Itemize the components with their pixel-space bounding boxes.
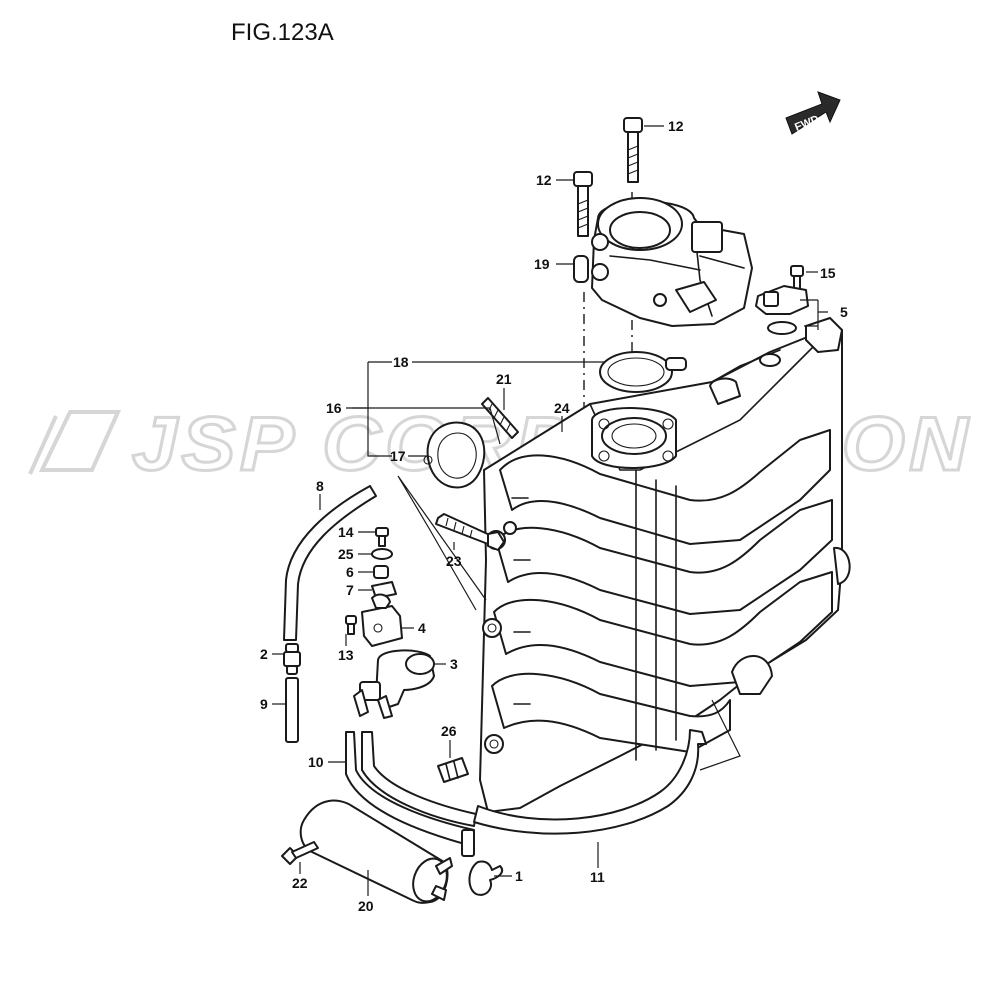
callout-19: 19 <box>534 256 550 272</box>
spacer-19 <box>573 255 589 283</box>
callout-15: 15 <box>820 265 836 281</box>
fwd-arrow-icon: FWD <box>785 91 841 135</box>
gasket-17 <box>423 421 486 489</box>
callout-16: 16 <box>326 400 342 416</box>
callout-1: 1 <box>515 868 523 884</box>
hose-9 <box>285 677 299 743</box>
figure-title: FIG.123A <box>231 19 334 46</box>
hose-end <box>461 829 475 857</box>
intake-manifold <box>479 317 851 813</box>
callout-13: 13 <box>338 647 354 663</box>
o-ring-5 <box>767 321 797 335</box>
callout-3: 3 <box>450 656 458 672</box>
group-wedge-left <box>397 475 487 611</box>
clip-26 <box>437 757 469 783</box>
callout-22: 22 <box>292 875 308 891</box>
bolt-12-upper <box>623 117 643 183</box>
group-wedge-right <box>699 699 741 771</box>
callout-14: 14 <box>338 524 354 540</box>
bolt-12-lower <box>573 171 593 237</box>
callout-7: 7 <box>346 582 354 598</box>
map-sensor <box>755 285 809 335</box>
clip-1 <box>468 860 504 896</box>
bracket-4 <box>361 593 403 647</box>
callout-26: 26 <box>441 723 457 739</box>
callout-23: 23 <box>446 553 462 569</box>
callout-24: 24 <box>554 400 570 416</box>
group-bracket-16-18 <box>367 362 392 457</box>
callout-12-lower: 12 <box>536 172 552 188</box>
callout-25: 25 <box>338 546 354 562</box>
screw-14 <box>375 527 389 547</box>
callout-9: 9 <box>260 696 268 712</box>
hose-8 <box>283 485 377 641</box>
bolt-22 <box>281 841 319 865</box>
leader-lines <box>272 125 818 896</box>
hose-11 <box>473 729 707 835</box>
throttle-body <box>573 197 753 327</box>
callout-2: 2 <box>260 646 268 662</box>
callout-6: 6 <box>346 564 354 580</box>
screw-13 <box>345 615 357 635</box>
group-bracket-5 <box>800 299 828 330</box>
callout-12-upper: 12 <box>668 118 684 134</box>
callout-4: 4 <box>418 620 426 636</box>
callout-10: 10 <box>308 754 324 770</box>
callout-18: 18 <box>393 354 409 370</box>
gasket-18 <box>599 351 687 393</box>
bolt-23 <box>435 513 505 551</box>
callout-11: 11 <box>590 869 605 885</box>
callout-17: 17 <box>390 448 406 464</box>
canister-20 <box>299 799 453 904</box>
callout-21: 21 <box>496 371 512 387</box>
joint-2 <box>283 643 301 675</box>
callout-20: 20 <box>358 898 374 914</box>
vsv-3 <box>353 649 435 719</box>
callout-5: 5 <box>840 304 848 320</box>
callout-labels: 12 12 19 15 5 18 21 24 16 17 8 14 25 6 7… <box>260 118 848 914</box>
collar-6 <box>373 565 389 579</box>
callout-8: 8 <box>316 478 324 494</box>
washer-25 <box>371 548 393 560</box>
